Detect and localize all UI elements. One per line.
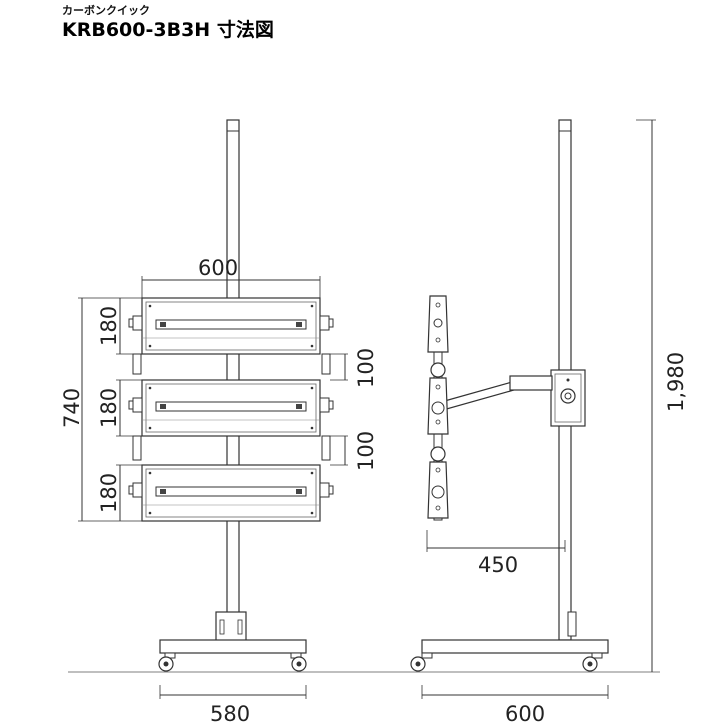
front-caster-right	[290, 652, 307, 672]
front-caster-left	[158, 652, 176, 672]
front-lamp-1	[128, 297, 334, 355]
front-lamp-3	[128, 464, 334, 522]
dim-base-width-side: 600	[505, 702, 545, 726]
dim-overall-height: 1,980	[664, 352, 688, 412]
dim-total-height: 740	[60, 388, 84, 428]
dim-panel-width: 600	[198, 256, 238, 280]
front-lamp-2	[128, 379, 334, 437]
side-lamp-3	[427, 461, 449, 519]
side-view: 450 600 1,980	[410, 119, 688, 726]
dim-arm-reach: 450	[478, 553, 518, 577]
product-subtitle: カーボンクイック	[62, 4, 150, 17]
dim-panel-height-1: 180	[97, 306, 121, 346]
dim-gap-2: 100	[354, 431, 378, 471]
front-base-bar	[159, 639, 307, 654]
side-caster-right	[582, 652, 603, 672]
side-base-bar	[421, 639, 609, 654]
side-lamp-1	[427, 295, 449, 353]
side-arm	[440, 381, 515, 411]
dim-panel-height-3: 180	[97, 473, 121, 513]
product-title: KRB600-3B3H 寸法図	[62, 19, 274, 41]
front-base-bracket	[215, 611, 247, 643]
dim-base-width-front: 580	[210, 702, 250, 726]
dim-gap-1: 100	[354, 348, 378, 388]
front-view: 600 180 180 180 740 100	[60, 119, 378, 726]
side-lamp-2	[427, 377, 449, 435]
side-caster-left	[410, 652, 433, 672]
dim-panel-height-2: 180	[97, 388, 121, 428]
